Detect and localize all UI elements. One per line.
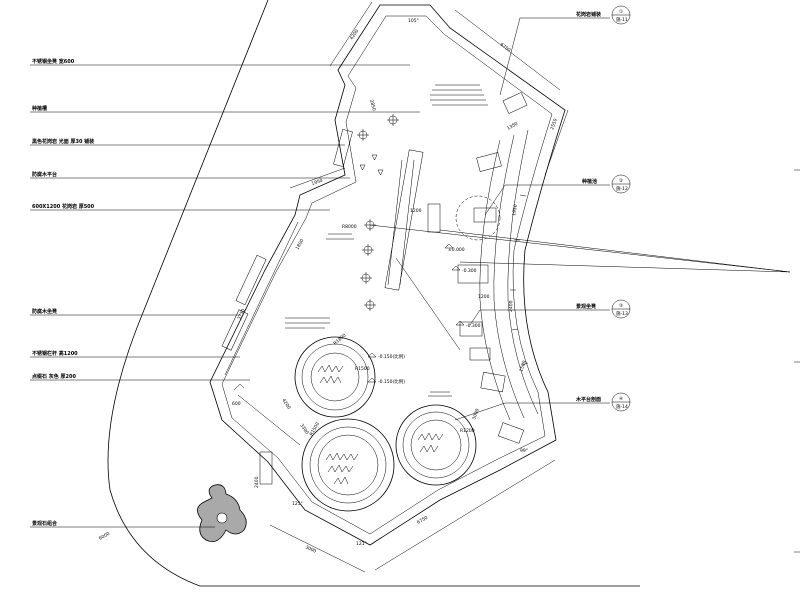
callout-c5: 600X1200 花岗岩 厚500 [32,203,95,210]
dim-22: 2400 [508,300,514,312]
curved-path-band-2 [493,134,525,419]
callout-c8: 点缀石 灰色 厚200 [32,373,76,380]
dim-4: 1350 [506,121,519,132]
right-callouts: 花岗岩铺装 ① 施-11 种植池 ② 施-12 景观坐凳 ③ 施-13 木平台剖… [575,5,631,412]
svg-text:施-13: 施-13 [616,310,628,317]
dim-23: 1500 [518,360,528,373]
deck-outline-inner [221,15,553,535]
planter-3 [395,404,477,486]
planter-1 [294,336,376,418]
corner-tick [233,383,245,391]
right-edge-ticks [794,169,800,553]
dim-19: R8000 [342,224,357,230]
dim-18: 3000 [471,408,481,421]
curved-path-band-3 [507,129,539,415]
callout-c9: 景观石组合 [32,520,58,527]
dim-5: 2550 [549,118,559,131]
tree-symbols [357,114,399,311]
dim-9: 4200 [280,398,292,411]
hatch-marks [285,84,488,397]
svg-text:施-11: 施-11 [616,16,628,23]
left-callouts: 不锈钢坐凳 宽600 种植槽 黑色花岗岩 光面 厚30 铺装 防腐木平台 600… [31,58,95,527]
callout-r1: 花岗岩铺装 [576,11,601,18]
angle-4: 125° [292,501,303,507]
section-badge-2: ② 施-12 [611,174,631,194]
left-benches [221,129,441,485]
section-badge-1: ① 施-11 [611,5,631,25]
elevation-4: ±0.000 [448,247,465,253]
dim-3: 2850 [368,99,377,112]
dim-16: R1200 [460,428,475,434]
callout-r4: 木平台剖面 [575,396,601,403]
detail-marker-circle [455,195,501,241]
dim-25: 1800 [295,238,306,251]
callout-c6: 防腐木坐凳 [32,308,58,315]
angle-3: 99° [520,448,528,454]
dim-13: 2400 [254,476,260,488]
elevation-5: -0.300 [462,268,477,274]
callout-c1: 不锈钢坐凳 宽600 [32,58,75,65]
dim-7: 1950 [311,178,324,187]
svg-text:①: ① [619,9,623,15]
callout-c3: 黑色花岗岩 光面 厚30 铺装 [32,138,94,145]
left-callout-lines [30,64,420,528]
svg-text:施-12: 施-12 [616,185,628,192]
callout-r2: 种植池 [581,178,597,185]
planter-2 [301,418,395,512]
dim-24: 600 [232,401,241,407]
svg-text:③: ③ [619,303,623,309]
section-badge-3: ③ 施-13 [611,299,631,319]
dim-2: 6750 [499,42,512,54]
svg-text:施-14: 施-14 [616,403,628,410]
long-leaders [369,224,791,351]
dim-11: 6750 [416,515,429,526]
dim-10: 6000 [98,531,111,542]
svg-text:④: ④ [619,396,623,402]
dim-6: 1200 [410,208,422,214]
callout-c7: 不锈钢栏杆 高1200 [32,350,78,357]
section-badge-4: ④ 施-14 [611,392,631,412]
central-strip [384,149,424,291]
elevation-marks: -0.150(比例) -0.150(比例) -0.300 ±0.000 -0.3… [367,243,481,385]
elevation-1: -0.150(比例) [378,353,405,360]
deck-outline-outer [209,4,566,546]
dim-20: 1200 [478,294,490,300]
site-boundary-arc [107,0,640,587]
dim-21: 1950 [511,204,519,216]
dim-15: R1500 [355,366,370,372]
angle-1: 121° [356,541,367,547]
right-callout-lines [454,17,610,421]
callout-r3: 景观坐凳 [576,303,597,310]
curved-path-band-1 [479,139,511,421]
dim-1: 4200 [349,28,361,41]
dimension-lines [224,1,569,573]
dim-26: 3300 [298,423,310,436]
dim-8: 3750 [236,308,246,321]
boulder-group [197,484,247,543]
elevation-3: -0.300 [466,323,481,329]
angle-2: 105° [408,18,419,24]
right-benches [457,92,528,444]
dimension-texts: 4200 6750 2850 1350 2550 1200 1950 3750 … [98,18,559,555]
svg-text:②: ② [619,178,623,184]
dim-12: 3000 [304,544,317,554]
callout-c4: 防腐木平台 [32,171,57,178]
callout-c2: 种植槽 [31,105,47,112]
band-ticks [510,194,529,366]
elevation-2: -0.150(比例) [378,378,405,385]
